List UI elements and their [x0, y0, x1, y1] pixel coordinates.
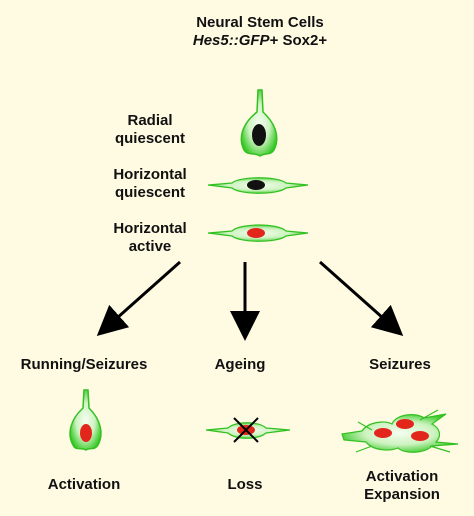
state-label-line-2: quiescent [114, 130, 186, 147]
condition-running-seizures: Running/Seizures [20, 356, 148, 373]
outcome-activation: Activation [22, 476, 146, 494]
expanded-cell-cluster-icon [341, 409, 459, 453]
outcome-line-1: Activation [47, 476, 121, 493]
title-gene-italic: Hes5::GFP [192, 32, 270, 49]
state-label-line-2: quiescent [114, 184, 186, 201]
state-label-line-1: Horizontal [113, 166, 187, 183]
condition-seizures: Seizures [369, 356, 431, 373]
title-gene-suffix: + Sox2+ [269, 32, 328, 49]
arrow-to-running-seizures [96, 260, 181, 336]
outcome-loss: Loss [200, 476, 290, 494]
activated-radial-cell-icon [69, 389, 102, 451]
outcome-activation-expansion: Activation Expansion [340, 468, 464, 504]
diagram-title: Neural Stem Cells Hes5::GFP+ Sox2+ [140, 14, 380, 50]
horizontal-active-cell-icon [207, 224, 309, 242]
label-horizontal-active: Horizontal active [90, 220, 210, 256]
condition-ageing: Ageing [214, 356, 266, 373]
outcome-line-1: Loss [227, 476, 263, 493]
title-line-1: Neural Stem Cells [196, 14, 324, 31]
outcome-line-2: Expansion [364, 486, 440, 503]
label-radial-quiescent: Radial quiescent [100, 112, 200, 148]
outcome-line-1: Activation [365, 468, 439, 485]
label-horizontal-quiescent: Horizontal quiescent [90, 166, 210, 202]
radial-quiescent-cell-icon [240, 89, 278, 157]
arrow-to-seizures [319, 260, 404, 336]
state-label-line-1: Horizontal [113, 220, 187, 237]
horizontal-quiescent-cell-icon [207, 177, 309, 194]
state-label-line-1: Radial [127, 112, 173, 129]
title-line-2: Hes5::GFP+ Sox2+ [140, 32, 380, 50]
state-label-line-2: active [128, 238, 172, 255]
lost-cell-icon [205, 417, 291, 443]
